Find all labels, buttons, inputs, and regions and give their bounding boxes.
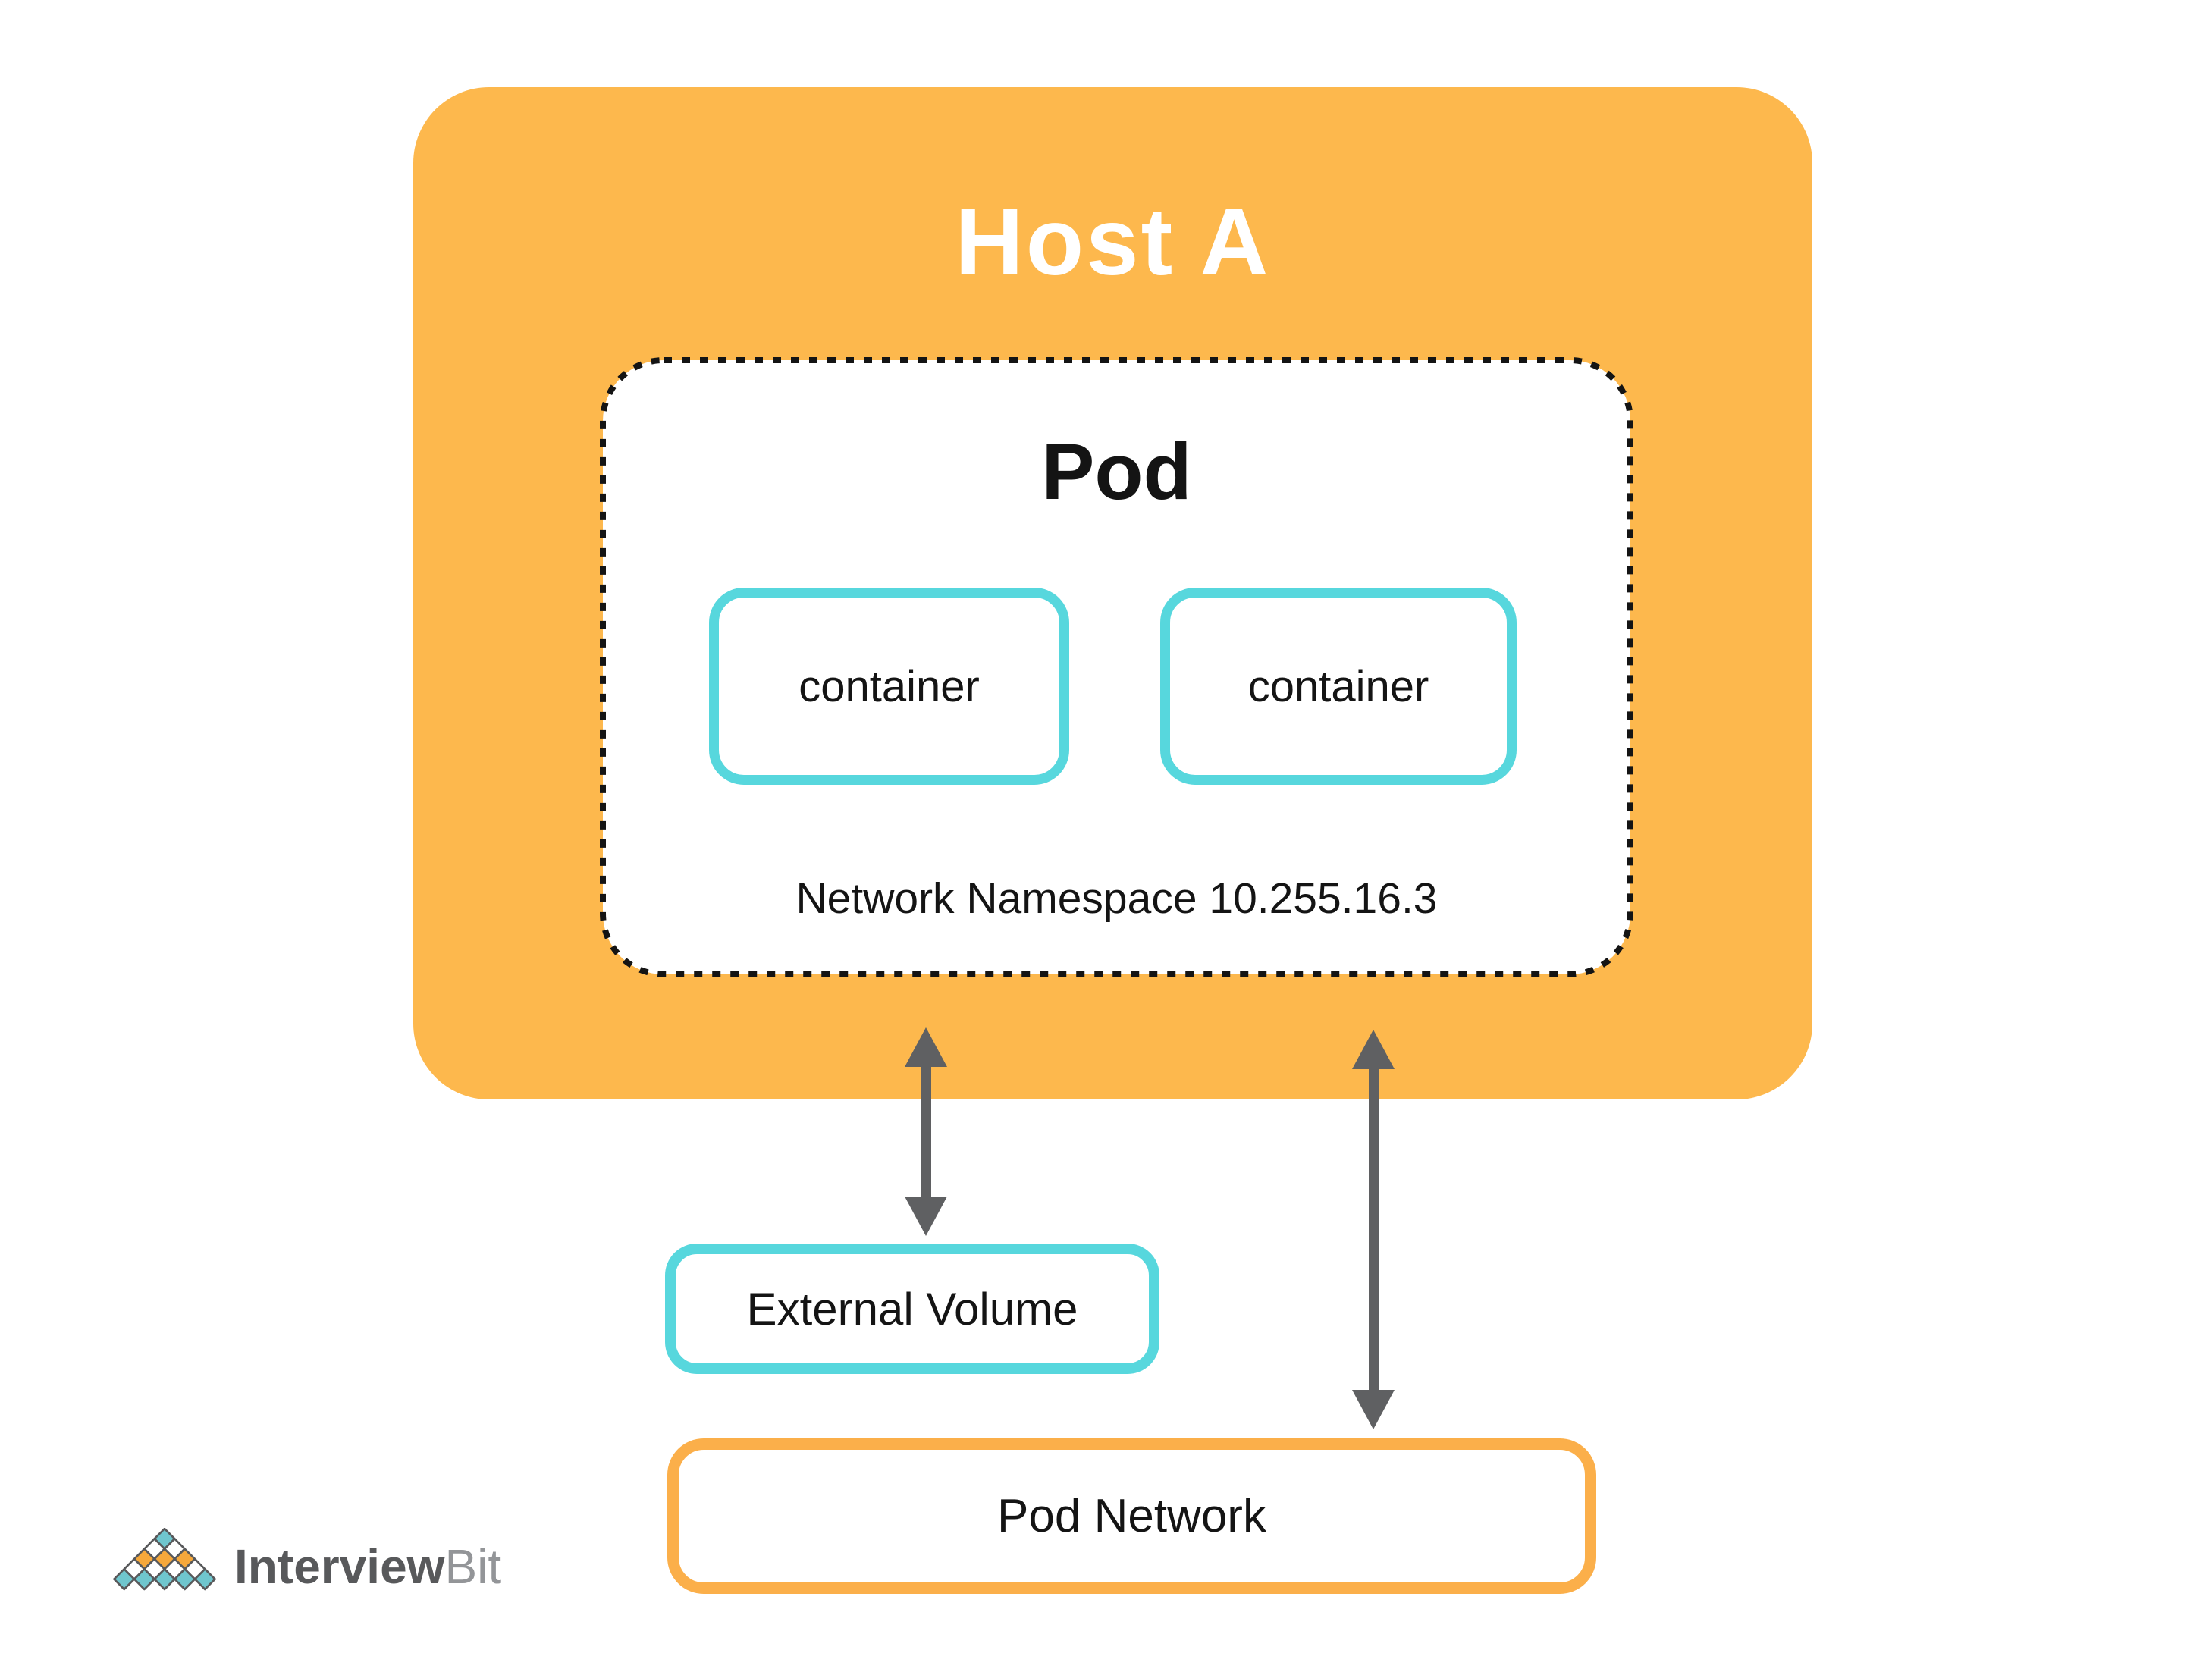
container-1-label: container [799,661,980,711]
arrow-up-icon [905,1027,947,1067]
brand-primary-text: Interview [234,1539,445,1594]
external-volume-label: External Volume [746,1283,1078,1335]
arrow-shaft [1368,1068,1379,1391]
interviewbit-wordmark: InterviewBit [234,1521,501,1598]
host-a-title: Host A [955,190,1271,295]
pod-network-box: Pod Network [667,1438,1596,1594]
external-volume-arrow [905,1027,947,1236]
external-volume-box: External Volume [665,1244,1159,1374]
arrow-shaft [921,1065,931,1198]
pod-dashed-border [600,357,1633,977]
container-box-1: container [709,588,1069,785]
arrow-down-icon [1352,1390,1395,1429]
network-namespace-label: Network Namespace 10.255.16.3 [795,874,1438,923]
interviewbit-logo: InterviewBit [111,1521,501,1598]
pod-network-label: Pod Network [997,1490,1266,1542]
pod-network-arrow [1352,1030,1395,1429]
host-a-box: Host A Pod container container Network N… [413,87,1812,1099]
container-box-2: container [1160,588,1517,785]
pod-title: Pod [1041,428,1192,516]
container-2-label: container [1247,661,1429,711]
interviewbit-pyramid-icon [113,1528,216,1591]
brand-secondary-text: Bit [444,1539,502,1594]
arrow-up-icon [1352,1030,1395,1069]
arrow-down-icon [905,1197,947,1236]
pod-box: Pod container container Network Namespac… [599,356,1634,978]
